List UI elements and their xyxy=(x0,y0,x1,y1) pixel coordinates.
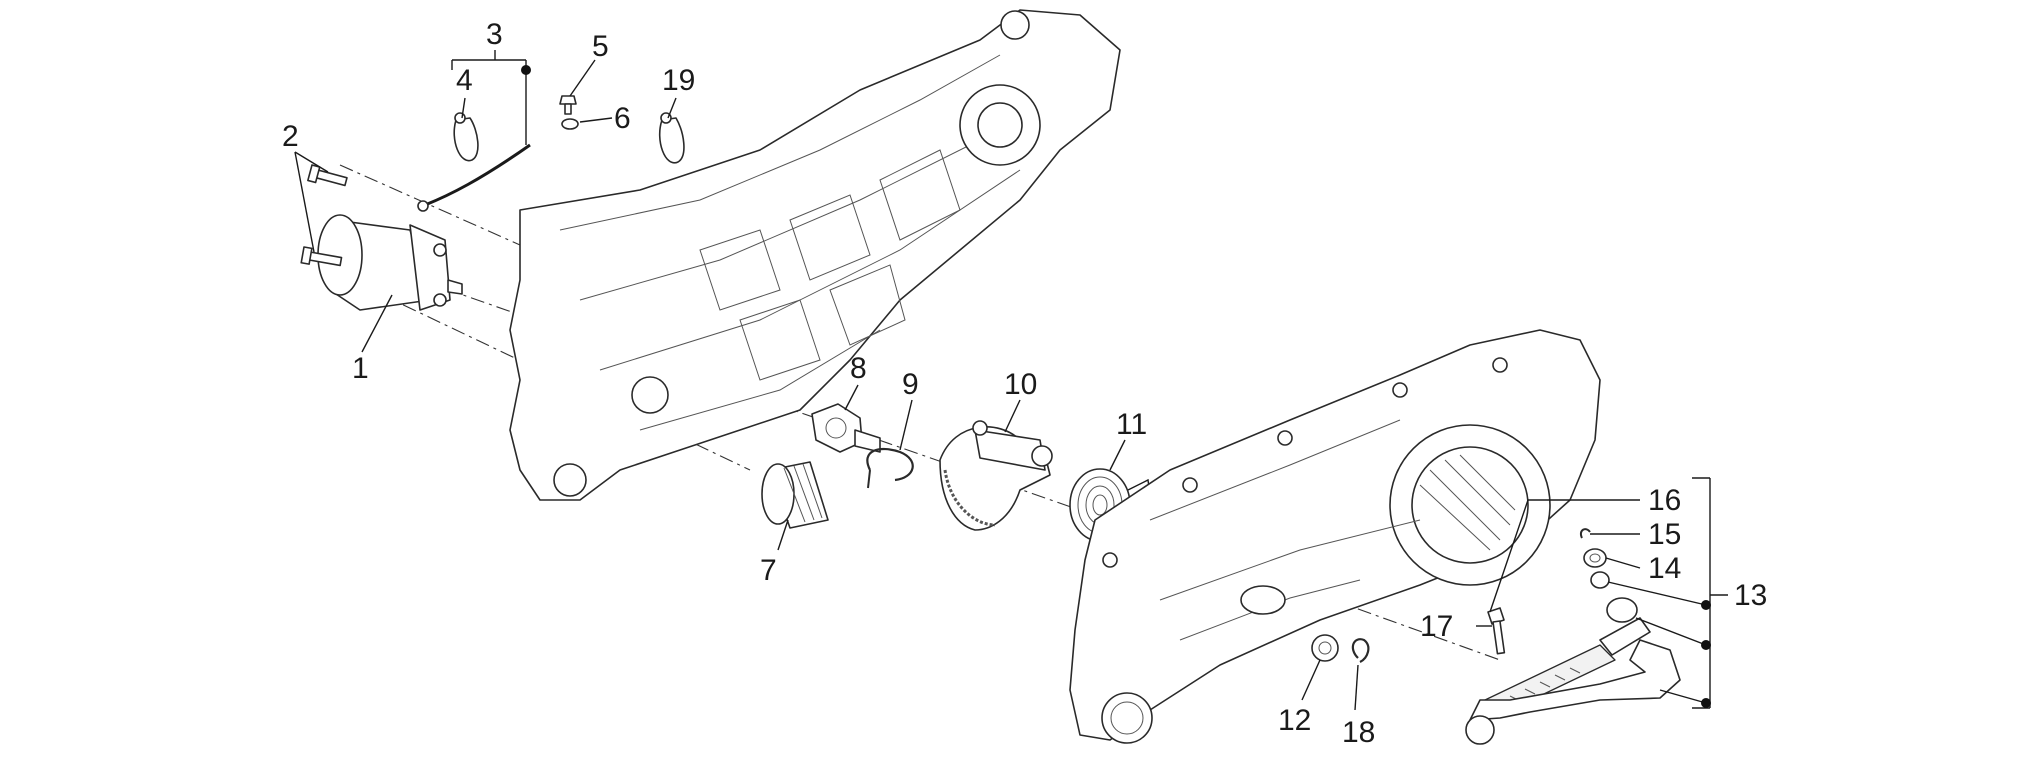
callout-17: 17 xyxy=(1420,610,1453,643)
callout-3: 3 xyxy=(486,18,503,51)
callout-16: 16 xyxy=(1648,484,1681,517)
leader-lines xyxy=(294,50,1728,711)
washer-12 xyxy=(1311,634,1339,662)
starter-bolts xyxy=(300,164,348,267)
cable-clamp-4 xyxy=(453,112,479,162)
circlip-15 xyxy=(1580,528,1591,539)
starter-pinion xyxy=(761,461,829,529)
kick-lever xyxy=(1465,597,1681,745)
callout-10: 10 xyxy=(1004,368,1037,401)
crankcase xyxy=(509,9,1121,501)
callout-11: 11 xyxy=(1116,408,1147,441)
callout-15: 15 xyxy=(1648,518,1681,551)
callout-7: 7 xyxy=(760,554,777,587)
starter-cable xyxy=(417,143,531,212)
gear-8 xyxy=(811,403,881,453)
callout-8: 8 xyxy=(850,352,867,385)
callout-4: 4 xyxy=(456,64,473,97)
callout-1: 1 xyxy=(352,352,369,385)
callout-14: 14 xyxy=(1648,552,1681,585)
washer-6 xyxy=(561,118,579,130)
callout-12: 12 xyxy=(1278,704,1311,737)
callout-18: 18 xyxy=(1342,716,1375,749)
callout-labels: 1 2 3 4 5 6 19 7 8 9 10 11 12 18 17 16 1… xyxy=(282,18,1767,749)
bracket-dots xyxy=(521,65,1711,708)
screw-5 xyxy=(559,95,577,115)
washer-14 xyxy=(1583,548,1607,568)
transmission-cover xyxy=(1069,329,1601,744)
starter-motor xyxy=(317,214,463,311)
callout-5: 5 xyxy=(592,30,609,63)
bolt-17 xyxy=(1487,607,1506,655)
callout-6: 6 xyxy=(614,102,631,135)
kick-sector-gear xyxy=(939,420,1053,531)
circlip-9 xyxy=(866,448,914,489)
callout-9: 9 xyxy=(902,368,919,401)
callout-19: 19 xyxy=(662,64,695,97)
washer-13a xyxy=(1590,571,1610,589)
callout-2: 2 xyxy=(282,120,299,153)
circlip-18 xyxy=(1351,638,1370,663)
callout-13: 13 xyxy=(1734,579,1767,612)
cable-clamp-19 xyxy=(658,112,685,164)
